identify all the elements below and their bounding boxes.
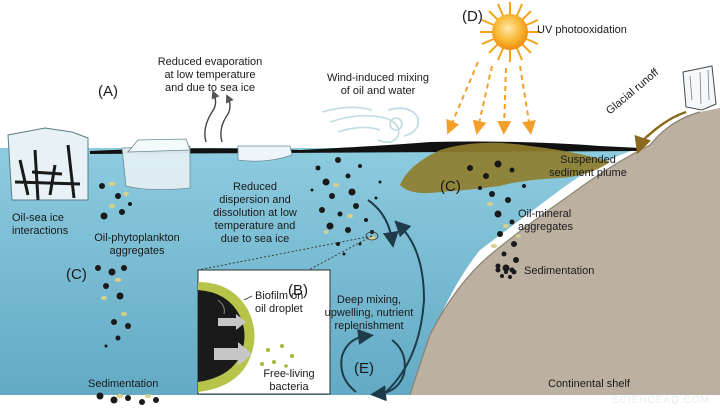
suspended-plume-line-2: sediment plume — [549, 167, 627, 179]
deep-mixing-line-3: replenishment — [334, 320, 404, 332]
continental-shelf — [410, 108, 720, 395]
watermark: SCIENCEAQ.COM — [612, 395, 711, 406]
label-C-right: (C) — [440, 178, 461, 195]
free-living-line-1: Free-living — [263, 368, 315, 380]
biofilm-label: Biofilm on oil droplet — [255, 290, 303, 316]
sedimentation-left-label: Sedimentation — [88, 378, 159, 390]
oil-phytoplankton-line-1: Oil-phytoplankton — [94, 232, 180, 244]
biofilm-line-2: oil droplet — [255, 303, 303, 315]
reduced-evaporation-line-2: at low temperature — [164, 69, 256, 81]
oil-sea-ice-line-1: Oil-sea ice — [12, 212, 64, 224]
deep-mixing-line-2: upwelling, nutrient — [324, 307, 414, 319]
free-living-bacteria-label: Free-living bacteria — [254, 368, 324, 394]
continental-shelf-label: Continental shelf — [548, 378, 630, 390]
reduced-evaporation-line-1: Reduced evaporation — [157, 56, 263, 68]
sea-ice-floes — [7, 127, 293, 201]
suspended-plume-label: Suspended sediment plume — [538, 154, 638, 180]
reduced-dispersion-line-5: due to sea ice — [220, 233, 290, 245]
deep-mixing-line-1: Deep mixing, — [336, 294, 402, 306]
reduced-dispersion-label: Reduced dispersion and dissolution at lo… — [200, 181, 310, 246]
sediment-plume — [400, 142, 610, 194]
reduced-dispersion-line-3: dissolution at low — [213, 207, 297, 219]
reduced-dispersion-line-2: dispersion and — [219, 194, 291, 206]
uv-photooxidation-label: UV photooxidation — [537, 24, 627, 36]
wind-mixing-line-2: of oil and water — [340, 85, 416, 97]
oil-mineral-line-2: aggregates — [518, 221, 574, 233]
oil-phytoplankton-label: Oil-phytoplankton aggregates — [82, 232, 192, 258]
wind-swirl-icon — [321, 106, 420, 144]
label-E: (E) — [354, 360, 374, 377]
glacier — [682, 65, 717, 111]
uv-rays — [446, 61, 536, 135]
oil-sea-ice-line-2: interactions — [12, 225, 69, 237]
oil-phytoplankton-line-2: aggregates — [109, 245, 165, 257]
circulation-arrows — [340, 199, 426, 402]
suspended-plume-line-1: Suspended — [560, 154, 616, 166]
reduced-dispersion-line-4: temperature and — [214, 220, 296, 232]
sediment-deposit — [495, 267, 517, 279]
wind-mixing-label: Wind-induced mixing of oil and water — [318, 72, 438, 98]
free-living-line-2: bacteria — [269, 381, 309, 393]
glacial-runoff-arrow — [634, 110, 687, 155]
label-B: (B) — [288, 282, 308, 299]
oil-mineral-label: Oil-mineral aggregates — [518, 208, 573, 234]
biofilm-line-1: Biofilm on — [255, 290, 304, 302]
label-A: (A) — [98, 83, 118, 100]
wind-mixing-line-1: Wind-induced mixing — [326, 72, 430, 84]
evaporation-arrows — [204, 90, 234, 143]
label-D: (D) — [462, 8, 483, 25]
deep-mixing-label: Deep mixing, upwelling, nutrient repleni… — [314, 294, 424, 333]
oil-droplets-mid — [310, 157, 382, 256]
oil-phytoplankton-aggregates — [95, 183, 159, 405]
reduced-evaporation-line-3: and due to sea ice — [165, 82, 255, 94]
oil-mineral-aggregates — [467, 160, 526, 273]
oil-mineral-line-1: Oil-mineral — [518, 208, 572, 220]
reduced-evaporation-label: Reduced evaporation at low temperature a… — [150, 56, 270, 95]
reduced-dispersion-line-1: Reduced — [232, 181, 278, 193]
biofilm-inset — [197, 269, 331, 395]
sedimentation-right-label: Sedimentation — [524, 265, 595, 277]
label-C-left: (C) — [66, 266, 87, 283]
oil-sea-ice-label: Oil-sea ice interactions — [12, 212, 68, 238]
sun-icon — [480, 2, 540, 62]
